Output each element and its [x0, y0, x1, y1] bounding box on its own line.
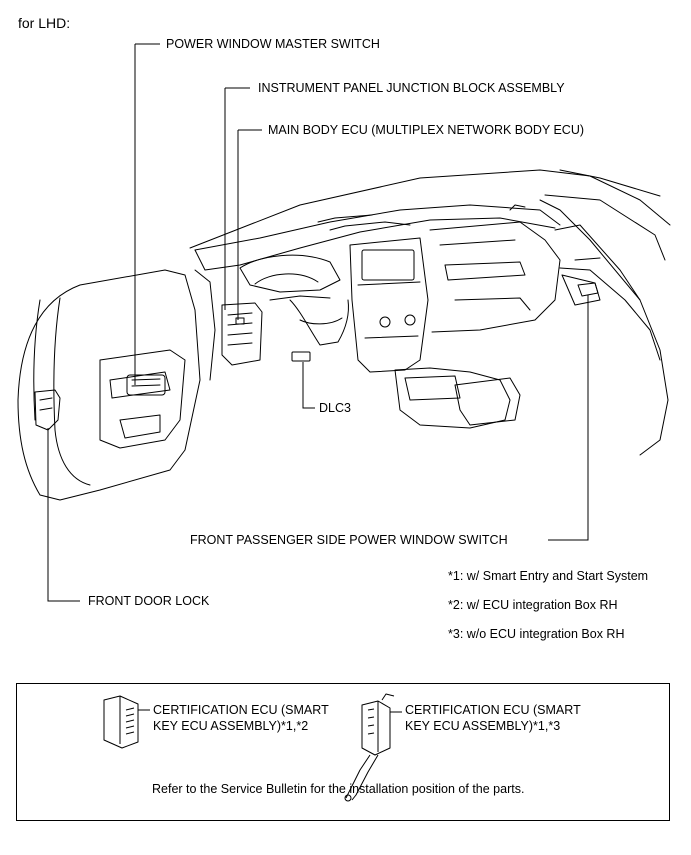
front-passenger-switch-part [577, 282, 599, 297]
right-door [539, 199, 669, 456]
leader-main-body-ecu [237, 129, 262, 320]
cluster-hood [239, 254, 341, 293]
label-dlc3: DLC3 [319, 401, 351, 415]
label-instrument-panel-jb: INSTRUMENT PANEL JUNCTION BLOCK ASSEMBLY [258, 81, 565, 95]
leader-dlc3 [302, 362, 315, 409]
label-main-body-ecu: MAIN BODY ECU (MULTIPLEX NETWORK BODY EC… [268, 123, 585, 137]
left-door [17, 269, 201, 501]
note-3: *3: w/o ECU integration Box RH [448, 627, 625, 641]
steering-area [289, 299, 349, 346]
right-dash [429, 221, 561, 333]
cert-ecu-1-label-line2: KEY ECU ASSEMBLY)*1,*2 [153, 719, 309, 733]
leader-front-door-lock [47, 428, 80, 602]
cert-ecu-2-label-line2: KEY ECU ASSEMBLY)*1,*3 [405, 719, 561, 733]
dashboard-top [194, 204, 561, 251]
page-variant-title: for LHD: [18, 15, 71, 31]
label-front-passenger-pw-switch: FRONT PASSENGER SIDE POWER WINDOW SWITCH [190, 533, 508, 547]
leader-instrument-panel-jb [224, 87, 250, 310]
center-console [394, 367, 511, 429]
inset-box [16, 683, 670, 821]
windshield-outline [189, 169, 671, 249]
label-front-door-lock: FRONT DOOR LOCK [88, 594, 210, 608]
dlc3-part [291, 351, 311, 362]
leader-front-passenger [548, 295, 589, 541]
inset-footer-note: Refer to the Service Bulletin for the in… [152, 782, 525, 796]
center-display [361, 249, 415, 281]
cert-ecu-1-label-line1: CERTIFICATION ECU (SMART [153, 703, 329, 717]
label-power-window-master-switch: POWER WINDOW MASTER SWITCH [166, 37, 380, 51]
cert-ecu-2-label-line1: CERTIFICATION ECU (SMART [405, 703, 581, 717]
roof-line [559, 169, 661, 197]
note-2: *2: w/ ECU integration Box RH [448, 598, 618, 612]
front-door-lock-part [34, 389, 61, 431]
armrest [454, 377, 521, 426]
junction-block-part [221, 302, 263, 366]
leader-power-window-master [134, 43, 160, 385]
power-window-master-switch-part [126, 374, 166, 396]
center-stack [349, 237, 429, 373]
note-1: *1: w/ Smart Entry and Start System [448, 569, 649, 583]
door-trim-panel [99, 349, 186, 449]
